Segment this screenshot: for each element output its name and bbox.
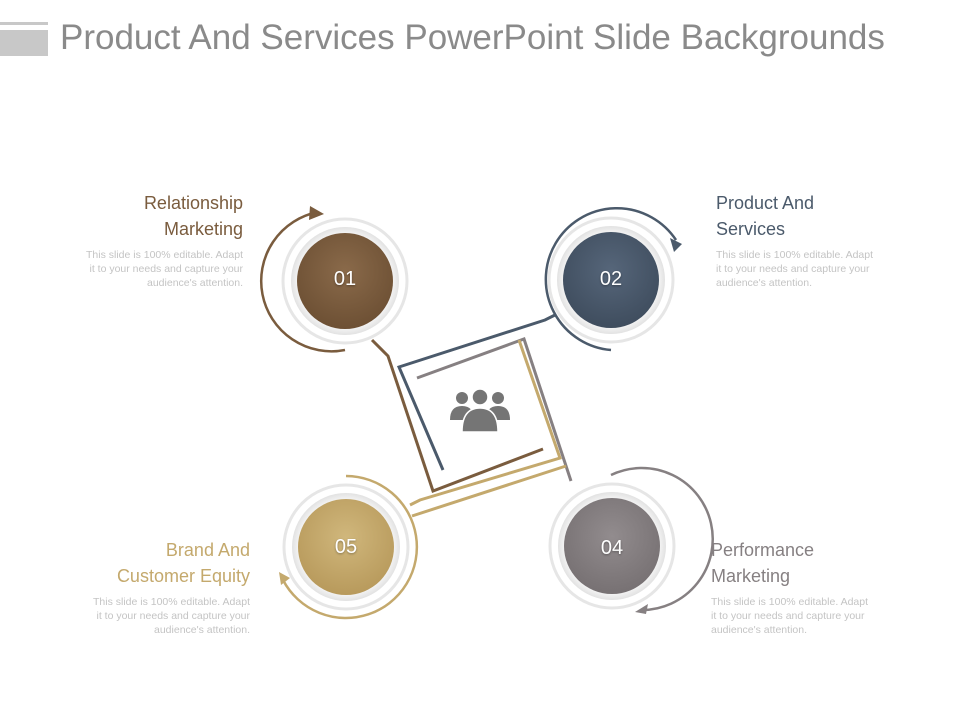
- connector-brown: [370, 338, 544, 493]
- connector-gray: [416, 337, 573, 482]
- connector-slate: [396, 313, 556, 471]
- step-desc-05-line2: it to your needs and capture your: [96, 610, 250, 622]
- step-desc-02-line3: audience's attention.: [716, 277, 812, 289]
- title-accent-line: [0, 22, 48, 25]
- step-heading-01-line1: Relationship: [143, 193, 243, 213]
- step-desc-01-line3: audience's attention.: [147, 277, 243, 289]
- ring-arrow-05: [281, 474, 419, 620]
- node-05: [279, 474, 419, 620]
- node-04: [548, 466, 714, 614]
- step-desc-02-line1: This slide is 100% editable. Adapt: [716, 249, 874, 261]
- ring-arrow-01: [259, 210, 346, 353]
- step-heading-04: Performance Marketing: [711, 537, 911, 589]
- step-desc-02: This slide is 100% editable. Adapt it to…: [716, 248, 916, 290]
- step-desc-05-line3: audience's attention.: [154, 624, 250, 636]
- step-block-01: Relationship Marketing This slide is 100…: [43, 190, 243, 290]
- connector-tan: [409, 339, 562, 507]
- step-desc-01-line1: This slide is 100% editable. Adapt: [85, 249, 243, 261]
- arrowhead-02: [670, 238, 682, 252]
- connector-tan-stub: [411, 464, 567, 518]
- step-desc-01-line2: it to your needs and capture your: [89, 263, 243, 275]
- step-number-04: 04: [600, 537, 624, 559]
- title-accent-block: [0, 30, 48, 56]
- step-heading-02-line1: Product And: [716, 193, 815, 213]
- step-heading-02: Product And Services: [716, 190, 916, 242]
- step-desc-04-line1: This slide is 100% editable. Adapt: [711, 596, 869, 608]
- step-desc-02-line2: it to your needs and capture your: [716, 263, 870, 275]
- node-circle-04: [564, 498, 660, 594]
- step-heading-05-line2: Customer Equity: [116, 566, 250, 586]
- node-01: [259, 206, 409, 353]
- step-desc-05-line1: This slide is 100% editable. Adapt: [92, 596, 250, 608]
- step-heading-05: Brand And Customer Equity: [50, 537, 250, 589]
- step-block-04: Performance Marketing This slide is 100%…: [711, 537, 911, 637]
- people-group-icon: [450, 388, 510, 433]
- connector-lines: [370, 313, 573, 518]
- step-number-01: 01: [333, 268, 357, 290]
- step-desc-01: This slide is 100% editable. Adapt it to…: [43, 248, 243, 290]
- step-heading-04-line2: Marketing: [711, 566, 791, 586]
- arrowhead-01: [309, 206, 324, 220]
- arrowhead-05: [279, 572, 290, 585]
- page-title: Product And Services PowerPoint Slide Ba…: [60, 18, 885, 57]
- step-block-02: Product And Services This slide is 100% …: [716, 190, 916, 290]
- ring-arrow-02: [544, 206, 678, 352]
- arrowhead-04: [635, 604, 648, 614]
- step-desc-04: This slide is 100% editable. Adapt it to…: [711, 595, 911, 637]
- node-circle-01: [297, 233, 393, 329]
- step-desc-04-line3: audience's attention.: [711, 624, 807, 636]
- step-block-05: Brand And Customer Equity This slide is …: [50, 537, 250, 637]
- step-heading-01-line2: Marketing: [163, 219, 243, 239]
- node-circle-05: [298, 499, 394, 595]
- step-heading-05-line1: Brand And: [165, 540, 250, 560]
- node-02: [544, 206, 682, 352]
- step-desc-04-line2: it to your needs and capture your: [711, 610, 865, 622]
- step-number-05: 05: [334, 536, 358, 558]
- step-heading-01: Relationship Marketing: [43, 190, 243, 242]
- step-heading-02-line2: Services: [716, 219, 786, 239]
- ring-arrow-04: [610, 466, 714, 612]
- node-circle-02: [563, 232, 659, 328]
- step-number-02: 02: [599, 268, 623, 290]
- step-desc-05: This slide is 100% editable. Adapt it to…: [50, 595, 250, 637]
- step-heading-04-line1: Performance: [711, 540, 815, 560]
- title-accent-bar: [0, 22, 48, 56]
